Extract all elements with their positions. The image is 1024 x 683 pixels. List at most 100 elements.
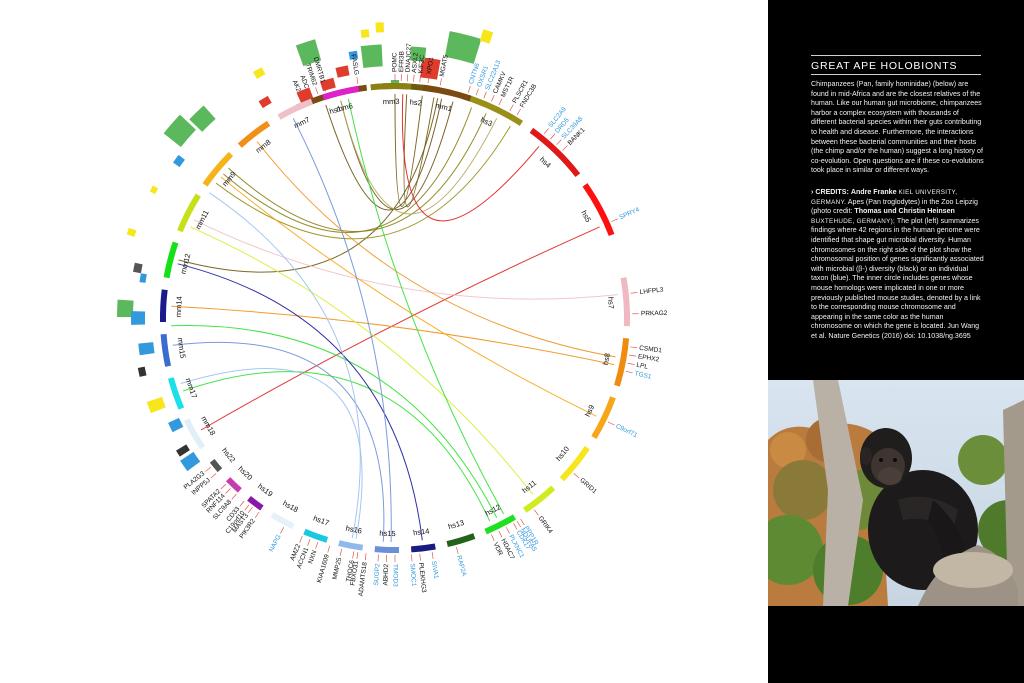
circos-genome-plot: hs1hs2hs3hs4hs5hs7hs8hs9hs10hs11hs12hs13…	[117, 22, 668, 597]
outer-mark-21	[348, 50, 359, 60]
gene-label-kif3c: KIF3C	[417, 54, 426, 73]
chromosome-mm17	[168, 377, 185, 410]
chromosome-label-mm15: mm15	[176, 337, 188, 359]
gene-tick	[627, 362, 635, 365]
outer-mark-24	[375, 22, 385, 33]
gene-tick	[225, 488, 231, 494]
gene-tick	[315, 541, 319, 549]
chromosome-label-mm9: mm9	[220, 170, 238, 189]
outer-mark-27	[410, 46, 427, 62]
gene-label-adc: ADC	[298, 74, 310, 90]
chromosome-label-hs18: hs18	[281, 499, 300, 515]
chromosome-hs13	[446, 533, 476, 548]
gene-tick	[630, 346, 638, 349]
chromosome-mm14	[159, 289, 168, 323]
link-0	[325, 98, 443, 211]
chromosome-hs10	[559, 446, 590, 482]
chromosome-label-mm7: mm7	[292, 115, 311, 130]
gene-tick	[505, 527, 510, 534]
gene-tick	[364, 553, 367, 561]
chromosome-label-mm1: mm1	[435, 101, 453, 114]
gene-tick	[513, 523, 518, 530]
gene-tick	[611, 218, 619, 222]
gene-label-rap2a: RAP2A	[455, 555, 467, 578]
gene-tick	[210, 473, 217, 479]
credits-photographers: Thomas und Christin Heinsen	[854, 207, 955, 216]
chromosome-label-hs15: hs15	[379, 529, 396, 539]
chromosome-mm9	[202, 151, 234, 187]
chromosome-label-hs13: hs13	[447, 518, 465, 531]
chromosome-label-hs14: hs14	[413, 526, 430, 537]
chromosome-label-hs22: hs22	[220, 446, 237, 464]
chromosome-label-hs9: hs9	[583, 403, 596, 418]
credits-paragraph: › CREDITS: Andre Franke KIEL UNIVERSITY,…	[811, 188, 985, 342]
chromosome-hs12	[484, 514, 517, 535]
link-6	[228, 113, 487, 232]
credits-affiliation: KIEL UNIVERSITY, GERMANY.	[811, 189, 958, 206]
chromosome-label-hs10: hs10	[554, 444, 571, 462]
gene-tick	[556, 139, 562, 145]
outer-mark-5	[133, 262, 143, 274]
gene-tick	[427, 76, 430, 84]
link-5	[223, 107, 473, 233]
link-16	[347, 98, 505, 515]
chromosome-mm7	[277, 98, 313, 120]
outer-mark-9	[138, 342, 155, 356]
chromosome-label-hs11: hs11	[520, 478, 538, 495]
gene-tick	[516, 108, 521, 116]
gene-tick	[491, 94, 495, 102]
link-12	[256, 141, 616, 358]
gene-label-lpl: LPL	[636, 362, 649, 371]
gene-tick	[467, 85, 471, 93]
outer-mark-29	[479, 29, 494, 44]
outer-mark-20	[335, 65, 350, 78]
gene-label-efr3b: EFR3B	[398, 51, 406, 72]
gene-tick	[315, 87, 319, 95]
chromosome-label-hs8: hs8	[601, 352, 612, 366]
gene-tick	[356, 552, 359, 560]
outer-mark-1	[163, 114, 196, 148]
chromosome-mm1	[422, 84, 472, 102]
chromosome-label-hs1: hs1	[328, 104, 342, 116]
mouse-human-links	[171, 93, 618, 543]
outer-mark-18	[320, 77, 336, 92]
chromosome-mm3	[370, 83, 412, 91]
chromosome-hs5	[582, 183, 615, 236]
chromosome-hs19	[247, 495, 264, 511]
chromosome-label-hs20: hs20	[236, 464, 254, 482]
gene-tick	[356, 76, 359, 84]
gene-tick	[498, 98, 503, 106]
gene-label-ak2: AK2	[291, 79, 302, 93]
link-4	[178, 98, 439, 273]
chromosome-mm8	[237, 120, 271, 148]
chromosome-label-hs16: hs16	[345, 524, 363, 536]
chromosome-hs15	[374, 546, 400, 554]
gene-tick	[498, 530, 503, 538]
chromosome-mm6	[322, 85, 360, 101]
gene-tick	[419, 553, 421, 561]
outer-mark-2	[173, 154, 185, 168]
outer-mark-11	[146, 396, 166, 414]
chromosome-label-hs4: hs4	[538, 155, 553, 170]
gene-label-grid1: GRID1	[578, 477, 598, 496]
outer-mark-16	[253, 67, 266, 79]
link-21	[172, 341, 385, 542]
chromosome-label-mm17: mm17	[184, 377, 199, 400]
chromosome-hs20	[225, 477, 242, 493]
credits-label: › CREDITS:	[811, 188, 849, 196]
gene-label-lhfpl3: LHFPL3	[639, 287, 664, 296]
chromosome-mm18	[183, 418, 206, 450]
chromosome-label-mm11: mm11	[193, 209, 210, 231]
gene-tick	[439, 78, 442, 86]
gene-label-spry4: SPRY4	[618, 206, 641, 221]
chromosome-label-mm18: mm18	[199, 414, 217, 437]
gene-label-dnajc27: DNAJC27	[405, 43, 414, 73]
chromosome-label-hs2: hs2	[409, 97, 422, 107]
gene-label-grik4: GRIK4	[537, 515, 554, 535]
gene-label-kiaa1609: KIAA1609	[316, 553, 331, 583]
chromosome-mm12	[163, 241, 179, 279]
gene-label-tgs1: TGS1	[634, 370, 652, 381]
gene-tick	[629, 354, 637, 357]
credits-author: Andre Franke	[850, 188, 897, 196]
link-14	[220, 176, 597, 417]
